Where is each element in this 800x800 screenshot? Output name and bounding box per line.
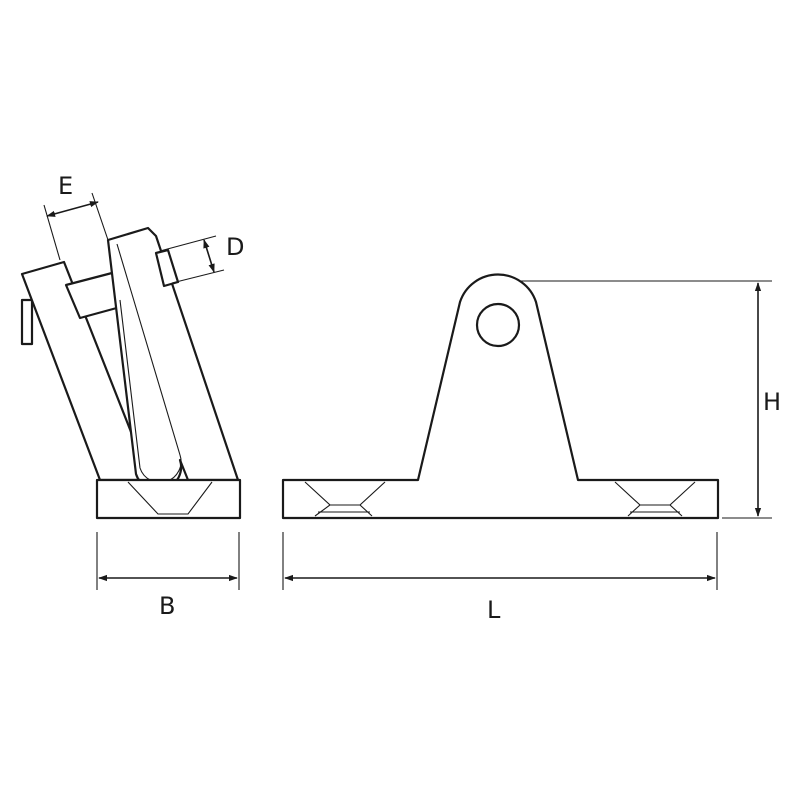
side-countersink [127, 481, 213, 515]
side-base-block [95, 478, 242, 520]
label-d: D [226, 233, 244, 261]
side-lug [20, 298, 34, 346]
dimension-b [96, 532, 240, 590]
side-view [20, 226, 242, 520]
label-l: L [487, 596, 501, 624]
dimension-l [282, 532, 718, 590]
pin-hole [475, 302, 521, 348]
front-view [281, 273, 720, 520]
right-countersink [614, 481, 696, 517]
left-countersink [304, 481, 386, 517]
front-body [281, 273, 720, 520]
label-e: E [58, 172, 73, 200]
label-b: B [159, 592, 175, 620]
dimension-d [159, 235, 225, 284]
label-h: H [763, 388, 781, 416]
dimension-h [520, 280, 772, 519]
dimension-e [43, 192, 109, 261]
